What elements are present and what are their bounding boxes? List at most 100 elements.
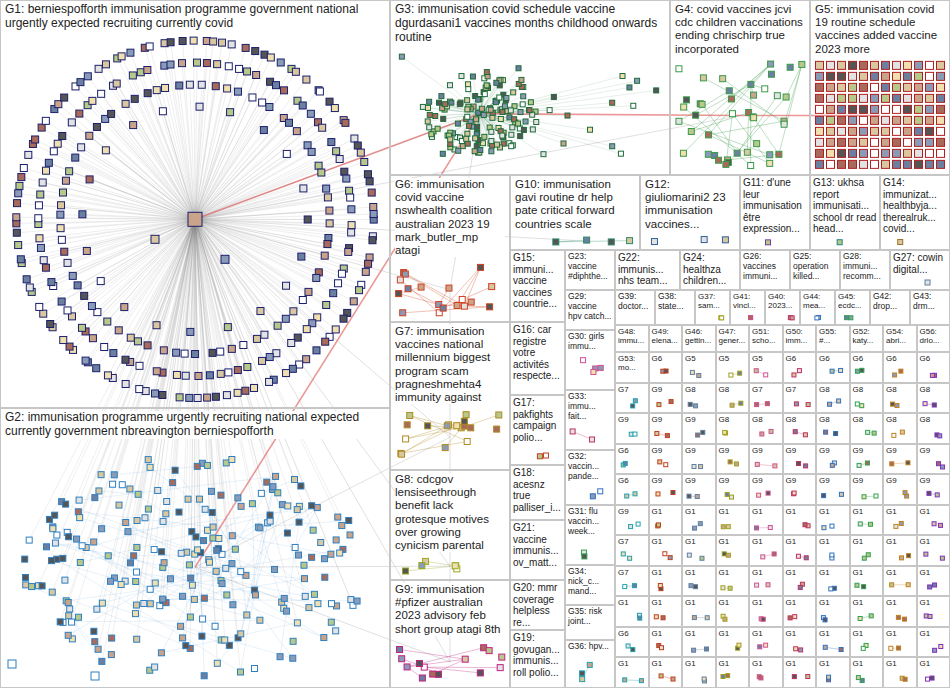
vertex-icon [468,425,474,431]
vertex-icon [200,616,206,622]
vertex-icon [755,583,759,587]
vertex-icon [309,503,315,509]
vertex-icon [827,61,835,69]
vertex-icon [481,112,486,117]
group-box: G12: giuliomarini2 23 immunisation vacci… [640,175,740,250]
vertex-icon [178,623,184,629]
vertex-icon [874,494,878,498]
vertex-icon [218,492,224,498]
vertex-icon [907,554,911,558]
group-box: G7: immunisation vaccines national mille… [390,322,510,470]
vertex-icon [48,279,55,286]
vertex-icon [83,247,90,254]
vertex-icon [932,403,936,407]
vertex-icon [926,116,934,124]
vertex-icon [489,139,494,144]
vertex-icon [66,613,72,619]
edge-line [61,205,195,219]
vertex-icon [465,107,470,112]
vertex-icon [36,303,43,310]
vertex-icon [303,76,310,83]
vertex-icon [620,74,625,79]
edge-line [195,166,319,220]
vertex-icon [723,430,727,434]
edge-line [122,485,166,514]
vertex-icon [827,149,835,157]
vertex-icon [849,160,857,168]
vertex-icon [816,94,824,102]
label-stack: G15: immuni... vaccine vaccines countrie… [513,252,562,310]
vertex-icon [135,491,141,497]
vertex-icon [734,150,740,156]
vertex-icon [196,496,202,502]
vertex-icon [638,616,642,620]
group-box: G1: berniespofforth immunisation program… [0,0,390,408]
vertex-icon [521,94,526,99]
vertex-icon [57,211,64,218]
vertex-icon [871,61,879,69]
edge-line [41,219,195,248]
vertex-icon [866,553,870,557]
vertex-icon [937,149,945,157]
vertex-icon [494,142,499,147]
vertex-icon [98,90,105,97]
edge-line [708,64,770,135]
vertex-icon [465,131,470,136]
vertex-icon [290,655,296,661]
vertex-icon [203,60,210,67]
group-box: G4: covid vaccines jcvi cdc children vac… [670,0,810,175]
vertex-icon [694,404,698,408]
vertex-icon [896,615,900,619]
vertex-icon [223,392,230,399]
vertex-icon [86,176,93,183]
edge-line [195,219,313,530]
vertex-icon [186,81,193,88]
vertex-icon [748,163,754,169]
vertex-icon [94,606,100,612]
vertex-icon [201,595,207,601]
vertex-icon [824,430,828,434]
vertex-layer [8,37,945,683]
vertex-icon [806,403,810,407]
vertex-icon [99,658,105,664]
vertex-icon [419,675,425,681]
vertex-icon [553,239,559,245]
edge-line [43,183,195,220]
vertex-icon [669,400,673,404]
vertex-icon [510,125,515,130]
vertex-icon [720,316,724,320]
vertex-icon [15,242,22,249]
vertex-icon [130,122,137,129]
vertex-icon [728,586,732,590]
vertex-icon [530,127,535,132]
vertex-icon [67,606,73,612]
edge-line [480,114,497,145]
vertex-icon [311,591,317,597]
vertex-icon [91,628,97,634]
vertex-icon [464,136,469,141]
vertex-icon [78,144,85,151]
vertex-icon [435,671,441,677]
vertex-icon [346,187,353,194]
vertex-icon [238,569,244,575]
edge-line [79,114,195,220]
vertex-icon [632,584,636,588]
vertex-icon [288,339,295,346]
vertex-icon [281,87,288,94]
vertex-icon [159,549,165,555]
vertex-icon [275,490,281,496]
vertex-icon [167,39,174,46]
edge-line [64,219,195,251]
vertex-icon [301,576,307,582]
vertex-icon [721,586,725,590]
edge-line [161,623,297,653]
vertex-icon [310,527,316,533]
vertex-icon [186,394,193,401]
label-stack: G18: acesnz true palliser_i... [513,467,562,513]
edge-line [101,219,195,281]
vertex-icon [204,462,210,468]
edge-line [58,104,195,219]
vertex-icon [326,207,333,214]
vertex-icon [108,110,115,117]
edge-line [195,219,293,369]
